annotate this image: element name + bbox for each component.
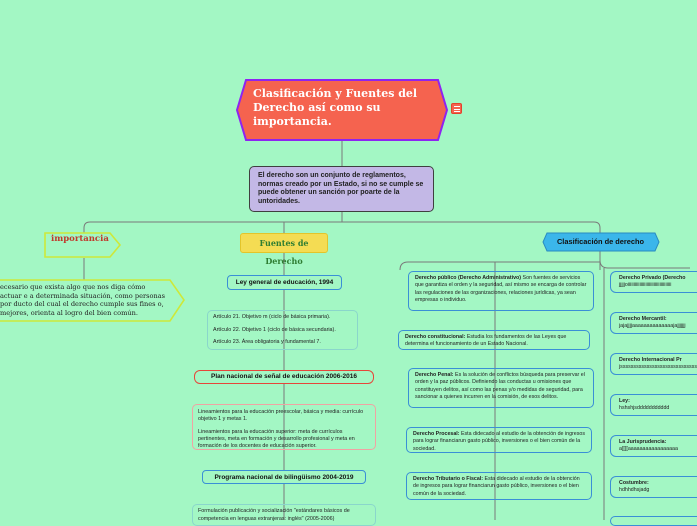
- derecho-publico-node[interactable]: Derecho público (Derecho Administrativo)…: [408, 271, 594, 311]
- menu-icon[interactable]: [451, 103, 462, 114]
- ley-general-detail-1: Artículo 21. Objetivo m (ciclo de básica…: [213, 314, 331, 320]
- derecho-publico-desc: Son fuentes de servicios que garantiza e…: [415, 275, 587, 303]
- plan-nacional-details: Lineamientos para la educación preescola…: [192, 404, 376, 450]
- ley-general-details: Artículo 21. Objetivo m (ciclo de básica…: [207, 310, 358, 350]
- right-column-next-node[interactable]: [610, 516, 697, 526]
- plan-nacional-detail-2: Lineamientos para la educación superior:…: [198, 428, 355, 450]
- derecho-mercantil-desc: jajajjjjaaaaaaaaaaaaaajajjjjjjj: [619, 323, 686, 330]
- derecho-publico-name: Derecho público (Derecho Administrativo): [415, 275, 522, 281]
- main-topic-title[interactable]: Clasificación y Fuentes del Derecho así …: [253, 87, 418, 128]
- clasificacion-node-shape: [542, 232, 660, 252]
- ley-name: Ley:: [619, 398, 630, 404]
- title-node-shape: [236, 79, 448, 141]
- fuentes-de-derecho-node[interactable]: Fuentes de Derecho: [240, 233, 328, 266]
- derecho-privado-desc: jjjjjoiiiiiiiiiiiiiiiiiiiiiiiiiiiiiiiiii…: [619, 282, 672, 289]
- derecho-tributario-name: Derecho Tributario o Fiscal:: [413, 476, 484, 482]
- derecho-penal-node[interactable]: Derecho Penal: Es la solución de conflic…: [408, 368, 594, 408]
- derecho-penal-desc: Es la solución de conflictos búsqueda pa…: [415, 372, 585, 400]
- derecho-procesal-node[interactable]: Derecho Procesal: Esta didecado al estud…: [406, 427, 592, 453]
- derecho-procesal-desc: Esta didecado al estudio de la obtención…: [413, 431, 585, 452]
- derecho-constitucional-desc: Estudia los fundamentos de las Leyes que…: [405, 334, 567, 348]
- importancia-node-shape: [44, 232, 122, 258]
- plan-nacional-detail-1: Lineamientos para la educación preescola…: [198, 409, 364, 423]
- derecho-penal-name: Derecho Penal:: [415, 372, 454, 378]
- ley-general-node[interactable]: Ley general de educación, 1994: [227, 275, 342, 290]
- derecho-procesal-name: Derecho Procesal:: [413, 431, 460, 437]
- derecho-privado-name: Derecho Privado (Derecho: [619, 275, 686, 281]
- jurisprudencia-desc: a[[[[aaaaaaaaaaaaaaaaa: [619, 446, 678, 453]
- programa-bilinguismo-node[interactable]: Programa nacional de bilingüismo 2004-20…: [202, 470, 366, 484]
- ley-general-detail-2: Artículo 22. Objetivo 1 (ciclo de básica…: [213, 326, 336, 333]
- derecho-tributario-node[interactable]: Derecho Tributario o Fiscal: Esta dideca…: [406, 472, 592, 500]
- plan-nacional-node[interactable]: Plan nacional de señal de educación 2006…: [194, 370, 374, 384]
- derecho-constitucional-name: Derecho constitucional:: [405, 334, 466, 340]
- jurisprudencia-node[interactable]: La Jurisprudencia:a[[[[aaaaaaaaaaaaaaaaa: [610, 435, 697, 457]
- ley-general-detail-3: Artículo 23. Área obligatoria y fundamen…: [213, 339, 321, 345]
- derecho-mercantil-name: Derecho Mercantil:: [619, 316, 667, 322]
- ley-node[interactable]: Ley:hshshjsddddddddddd: [610, 394, 697, 416]
- programa-bilinguismo-detail-1: Formulación publicación y socialización …: [198, 508, 350, 522]
- derecho-constitucional-node[interactable]: Derecho constitucional: Estudia los fund…: [398, 330, 590, 350]
- importancia-node[interactable]: importancia: [51, 234, 109, 244]
- costumbre-desc: hdhhdhsjadg: [619, 487, 650, 494]
- programa-bilinguismo-details: Formulación publicación y socialización …: [192, 504, 376, 526]
- derecho-internacional-name: Derecho Internacional Pr: [619, 357, 682, 363]
- costumbre-node[interactable]: Costumbre:hdhhdhsjadg: [610, 476, 697, 498]
- importancia-note-shape: [0, 279, 185, 322]
- derecho-internacional-desc: jsssssssssssssssssssssssssssssss: [619, 364, 697, 371]
- importancia-note: ecesario que exista algo que nos diga có…: [0, 283, 166, 317]
- costumbre-name: Costumbre:: [619, 480, 649, 486]
- clasificacion-node[interactable]: Clasificación de derecho: [556, 237, 645, 246]
- definition-node[interactable]: El derecho son un conjunto de reglamento…: [249, 166, 434, 212]
- jurisprudencia-name: La Jurisprudencia:: [619, 439, 667, 445]
- derecho-mercantil-node[interactable]: Derecho Mercantil:jajajjjjaaaaaaaaaaaaaa…: [610, 312, 697, 334]
- derecho-tributario-desc: Esta didecado al estudio de la obtención…: [413, 476, 580, 497]
- ley-desc: hshshjsddddddddddd: [619, 405, 670, 412]
